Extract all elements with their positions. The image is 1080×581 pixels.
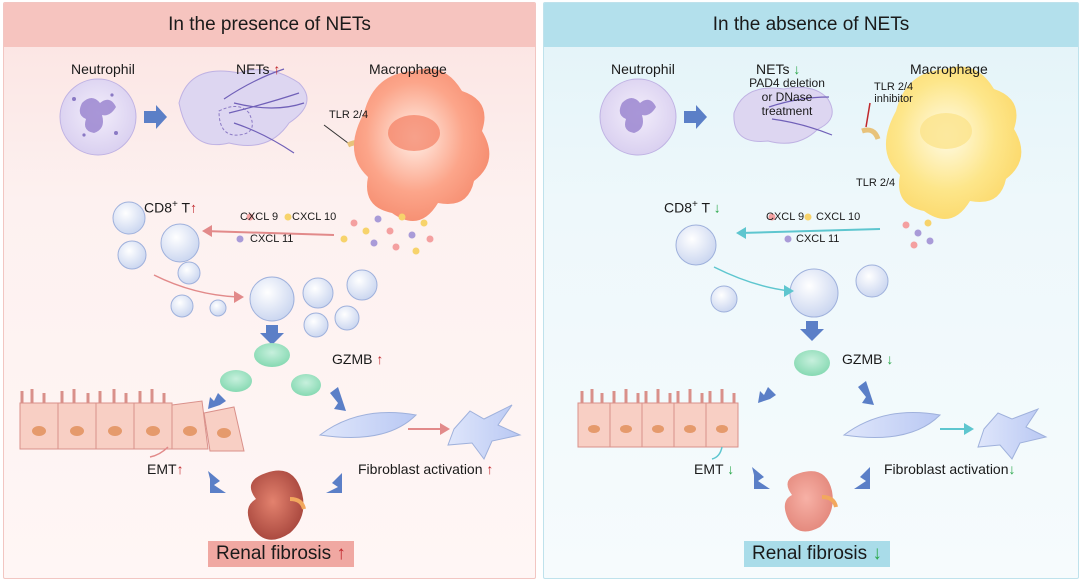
up-arrow-icon: ↑ (176, 461, 184, 477)
neutrophil-label: Neutrophil (71, 61, 135, 77)
cxcl10-label: CXCL 10 (292, 211, 337, 223)
fibroblast-activation-label: Fibroblast activation↓ (884, 461, 1016, 477)
flow-arrow (854, 467, 870, 489)
presence-illustration (19, 68, 522, 540)
cd8-t-cells (112, 201, 378, 338)
renal-fibrosis-outcome: Renal fibrosis ↓ (744, 541, 890, 567)
nets-cell (178, 68, 308, 154)
epithelial-cells (577, 389, 739, 448)
cxcl11-label: CXCL 11 (796, 233, 840, 245)
cxcl11-label: CXCL 11 (250, 233, 294, 245)
down-arrow-icon: ↓ (713, 199, 721, 216)
gzmb-cluster (794, 350, 830, 376)
chemokine-arrow (203, 230, 335, 236)
intervention-label: PAD4 deletion or DNase treatment (749, 76, 825, 118)
flow-arrow (752, 467, 770, 489)
absence-panel-title: In the absence of NETs (544, 3, 1078, 47)
flow-arrow (208, 471, 226, 493)
down-arrow-icon: ↓ (727, 461, 735, 477)
absence-illustration (577, 66, 1048, 532)
down-arrow-icon: ↓ (1008, 461, 1016, 477)
tlr-receptor-label: TLR 2/4 (856, 177, 896, 189)
emt-label: EMT↑ (147, 461, 184, 477)
cd8-t-cells (675, 224, 889, 318)
flow-arrow (260, 325, 284, 345)
nets-label: NETs ↑ (236, 61, 281, 77)
flow-arrow (758, 387, 776, 403)
neutrophil-cell (59, 78, 137, 156)
up-arrow-icon: ↑ (273, 61, 281, 77)
fibroblast-activated (977, 407, 1048, 460)
tlr-receptor-label: TLR 2/4 (329, 109, 369, 121)
cd8-t-label: CD8+ T↑ (144, 199, 198, 216)
flow-arrow (800, 321, 824, 341)
macrophage-label: Macrophage (369, 61, 447, 77)
flow-arrow (208, 393, 226, 409)
down-arrow-icon: ↓ (872, 543, 882, 564)
cxcl9-label: CXCL 9 (766, 211, 805, 223)
up-arrow-icon: ↑ (190, 199, 198, 216)
down-arrow-icon: ↓ (793, 61, 801, 77)
presence-panel: In the presence of NETs (3, 2, 536, 579)
epithelial-cells (19, 389, 245, 452)
cytokine-dots (768, 213, 934, 249)
nets-cell (733, 86, 833, 144)
emt-label: EMT ↓ (694, 461, 735, 477)
flow-arrow (330, 387, 346, 411)
renal-fibrosis-outcome: Renal fibrosis ↑ (208, 541, 354, 567)
cytokine-dots (236, 213, 434, 255)
fibroblast-quiescent (842, 412, 942, 438)
up-arrow-icon: ↑ (486, 461, 494, 477)
fibroblast-activation-label: Fibroblast activation ↑ (358, 461, 494, 477)
neutrophil-label: Neutrophil (611, 61, 675, 77)
fibroblast-activated (447, 404, 522, 460)
gzmb-label: GZMB ↓ (842, 351, 894, 367)
flow-arrow (144, 105, 167, 129)
kidney-normal (784, 471, 833, 532)
cd8-t-label: CD8+ T ↓ (664, 199, 721, 216)
neutrophil-cell (599, 78, 677, 156)
gzmb-label: GZMB ↑ (332, 351, 384, 367)
chemokine-arrow (739, 228, 881, 234)
cxcl9-label: CXCL 9 (240, 211, 279, 223)
presence-panel-title: In the presence of NETs (4, 3, 535, 47)
down-arrow-icon: ↓ (886, 351, 894, 367)
absence-panel: In the absence of NETs (543, 2, 1079, 579)
flow-arrow (326, 473, 342, 493)
flow-arrow (858, 381, 874, 405)
kidney-fibrotic (247, 470, 304, 540)
up-arrow-icon: ↑ (376, 351, 384, 367)
flow-arrow (684, 105, 707, 129)
fibroblast-quiescent (318, 412, 418, 438)
nets-label: NETs ↓ (756, 61, 801, 77)
cxcl10-label: CXCL 10 (816, 211, 861, 223)
macrophage-label: Macrophage (910, 61, 988, 77)
gzmb-clusters (220, 343, 321, 396)
up-arrow-icon: ↑ (336, 543, 346, 564)
